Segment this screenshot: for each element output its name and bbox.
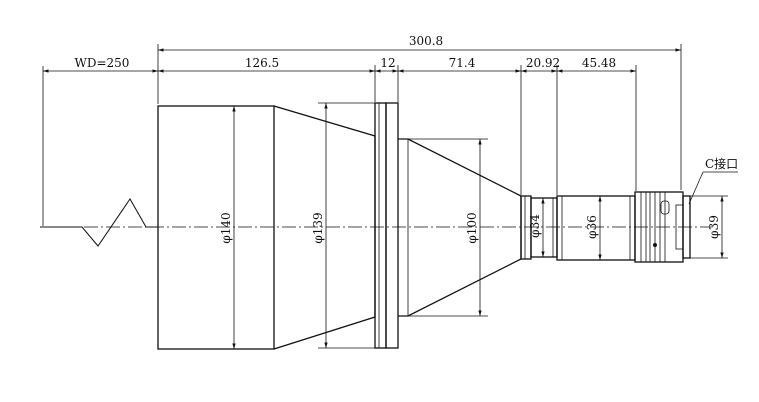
dim-overall-length: 300.8 — [409, 34, 443, 48]
rear-cone — [398, 138, 522, 317]
lens-body — [157, 102, 691, 350]
dim-working-distance: WD=250 — [75, 56, 130, 70]
dim-diameter-39: φ39 — [707, 215, 721, 239]
dim-barrel-length: 20.92 — [526, 56, 560, 70]
dim-flange-thickness: 12 — [380, 56, 395, 70]
front-body — [157, 105, 275, 350]
flange-rear — [385, 102, 399, 349]
lock-screw — [660, 200, 670, 215]
flange — [374, 102, 387, 349]
lock-pin — [653, 243, 657, 247]
dim-diameter-140: φ140 — [219, 212, 233, 243]
dim-diameter-34: φ34 — [528, 214, 542, 238]
c-mount-leader — [688, 171, 704, 205]
c-mount-label: C接口 — [705, 156, 738, 171]
dim-front-body-length: 126.5 — [245, 56, 279, 70]
dim-rear-length: 45.48 — [582, 56, 616, 70]
dim-diameter-139: φ139 — [311, 212, 325, 243]
c-mount-thread — [675, 204, 684, 250]
dim-diameter-100: φ100 — [465, 212, 479, 243]
dim-diameter-36: φ36 — [585, 215, 599, 239]
dim-cone-length: 71.4 — [449, 56, 476, 70]
wd-break-line — [40, 198, 158, 247]
